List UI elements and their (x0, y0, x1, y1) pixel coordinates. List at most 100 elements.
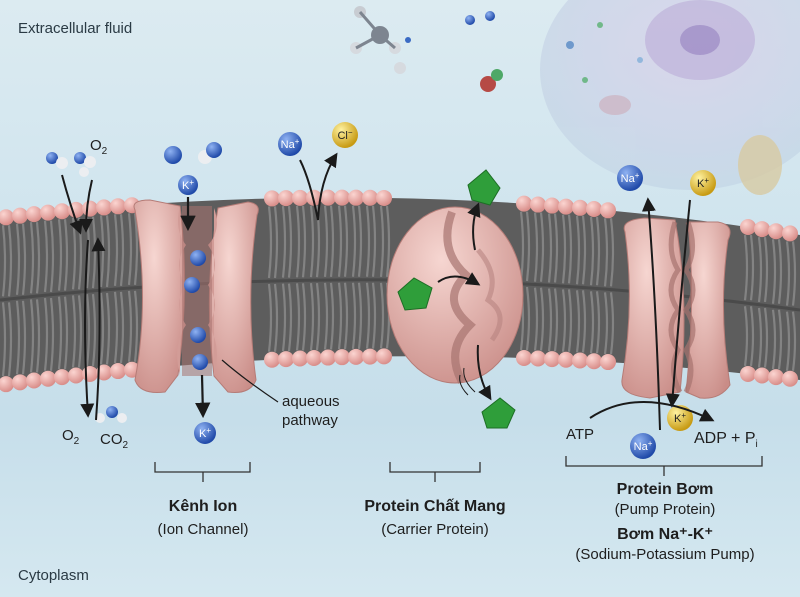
lipid-head (572, 352, 588, 369)
pump-subtitle: (Pump Protein) (614, 501, 716, 518)
diffusion-molecules (46, 152, 127, 423)
lipid-tail (113, 291, 119, 364)
lipid-tail (267, 283, 273, 352)
lipid-tail (609, 218, 615, 287)
pump-k-top-label: K+ (697, 176, 709, 190)
carrier-protein (386, 206, 524, 384)
lipid-tail (287, 205, 293, 278)
co2-bottom-label: CO2 (100, 431, 129, 451)
lipid-tail (743, 306, 749, 367)
lipid-head (96, 199, 112, 216)
lipid-head (516, 349, 532, 366)
lipid-tail (561, 214, 567, 284)
lipid-tail (113, 214, 119, 287)
lipid-tail (127, 290, 133, 362)
carrier-subtitle: (Carrier Protein) (381, 521, 489, 538)
lipid-tail (35, 299, 41, 373)
lipid-tail (105, 292, 111, 365)
lipid-head (292, 350, 308, 367)
channel-arrows (180, 197, 279, 419)
lipid-head (782, 370, 798, 387)
lipid-tail (133, 290, 139, 362)
lipid-head (530, 196, 546, 213)
lipid-head (334, 349, 350, 366)
lipid-head (600, 354, 616, 371)
lipid-head (306, 350, 322, 367)
lipid-head (82, 365, 98, 382)
pump-arrows (589, 197, 715, 431)
floating-molecules (350, 6, 503, 92)
lipid-head (558, 351, 574, 368)
lipid-tail (7, 302, 13, 377)
lipid-tail (371, 282, 377, 349)
pump-subtitle-2: (Sodium-Potassium Pump) (575, 546, 755, 563)
lipid-tail (273, 206, 279, 279)
lipid-tail (351, 205, 357, 277)
lipid-head (740, 365, 756, 382)
lipid-tail (567, 289, 573, 352)
lipid-tail (91, 294, 97, 367)
lipid-tail (351, 282, 357, 349)
lipid-tail (281, 283, 287, 352)
lipid-tail (547, 288, 553, 352)
lipid-tail (553, 213, 559, 283)
lipid-head (40, 370, 56, 387)
lipid-head (82, 200, 98, 217)
lipid-tail (525, 211, 531, 282)
lipid-tail (21, 223, 27, 295)
lipid-tail (379, 282, 385, 349)
lipid-head (376, 348, 392, 365)
lipid-tail (337, 205, 343, 277)
lipid-tail (309, 205, 315, 278)
carrier-substrates (397, 169, 516, 429)
lipid-head (334, 189, 350, 206)
lipid-tail (777, 239, 783, 304)
lipid-tail (63, 219, 69, 291)
lipid-head (768, 223, 784, 240)
carrier-title: Protein Chất Mang (364, 498, 506, 515)
lipid-head (544, 351, 560, 368)
lipid-tail (603, 292, 609, 355)
pump-k-bottom-label: K+ (674, 411, 686, 425)
k-ion-top-label: K+ (182, 178, 194, 192)
lipid-tail (771, 239, 777, 304)
na-cl-ions: Na+ Cl− (278, 122, 358, 221)
lipid-tail (71, 295, 77, 368)
lipid-tail (539, 287, 545, 351)
lipid-tail (301, 205, 307, 278)
lipid-head (782, 225, 798, 242)
lipid-tail (561, 289, 567, 352)
lipid-head (362, 348, 378, 365)
lipid-head (54, 203, 70, 220)
lipid-head (586, 201, 602, 218)
lipid-tail (343, 282, 349, 350)
lipid-head (348, 189, 364, 206)
atp-label: ATP (566, 426, 595, 443)
ion-channel-title: Kênh Ion (168, 498, 238, 515)
cytoplasm-label: Cytoplasm (18, 567, 89, 584)
lipid-tail (295, 205, 301, 278)
lipid-tail (743, 234, 749, 301)
lipid-tail (49, 297, 55, 371)
lipid-tail (595, 291, 601, 354)
lipid-tail (29, 222, 35, 294)
aqueous-pathway-label: aqueous pathway (282, 393, 340, 429)
lipid-head (110, 363, 126, 380)
pump-na-bottom-label: Na+ (634, 439, 653, 453)
lipid-head (12, 374, 28, 391)
lipid-tail (609, 292, 615, 355)
lipid-tail (539, 212, 545, 282)
lipid-tail (1, 225, 7, 297)
lipid-head (558, 198, 574, 215)
lipid-head (376, 189, 392, 206)
lipid-head (26, 206, 42, 223)
lipid-tail (267, 206, 273, 279)
lipid-head (96, 364, 112, 381)
lipid-tail (99, 292, 105, 365)
lipid-tail (791, 241, 797, 306)
lipid-head (544, 197, 560, 214)
lipid-tail (791, 311, 797, 371)
lipid-tail (365, 282, 371, 349)
lipid-tail (777, 309, 783, 370)
lipid-tail (35, 222, 41, 294)
